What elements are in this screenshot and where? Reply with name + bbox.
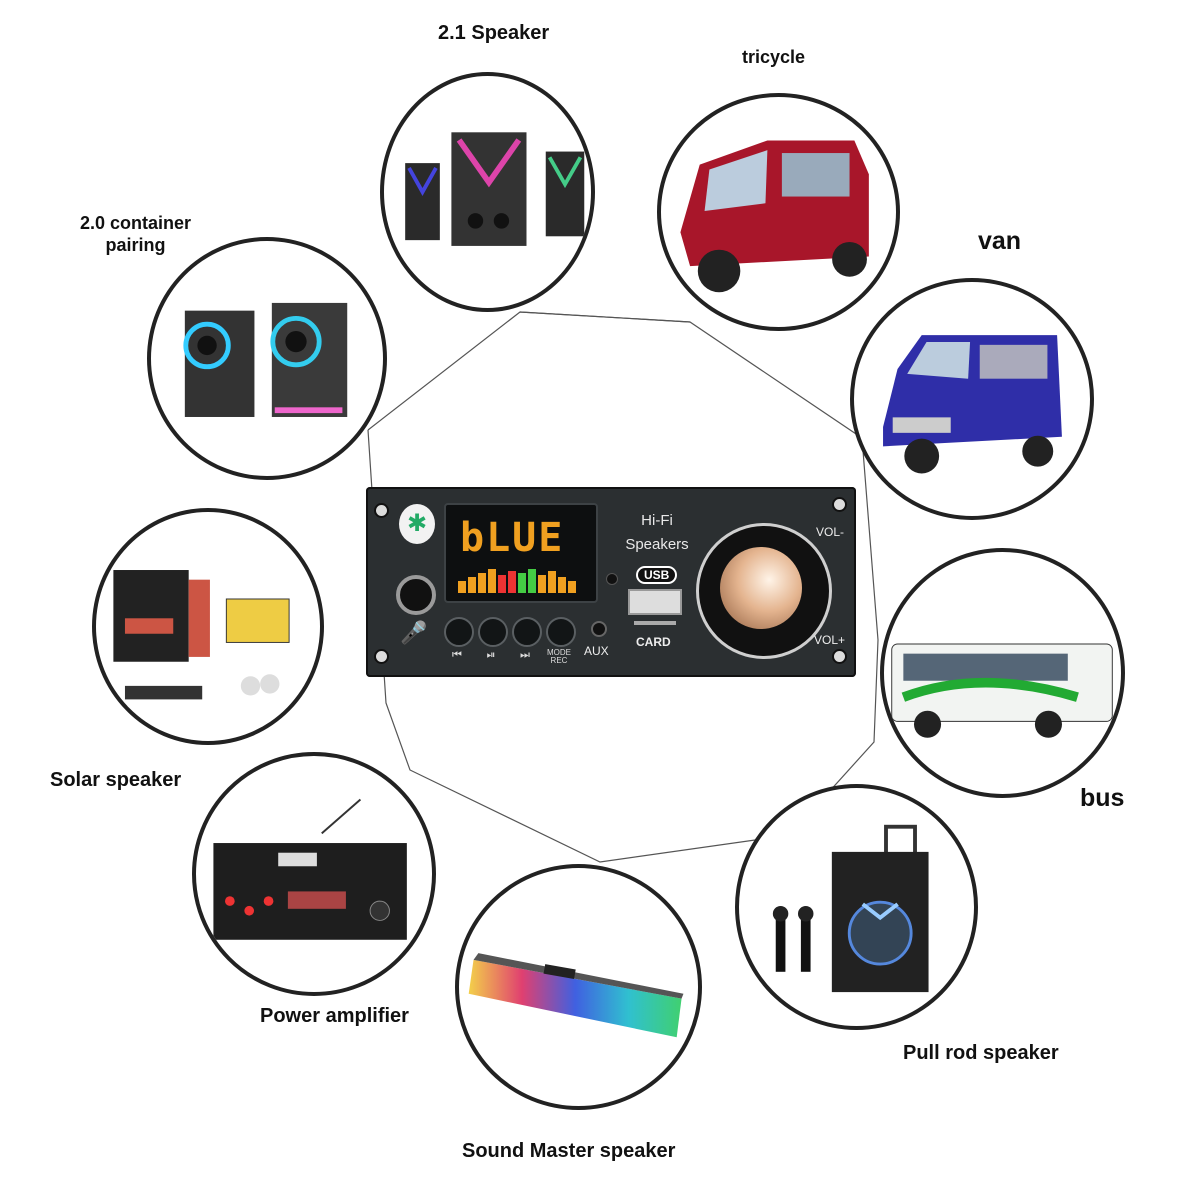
hifi-line1: Hi-Fi xyxy=(641,512,673,529)
tricycle-image xyxy=(657,93,900,331)
vol-plus-label: VOL+ xyxy=(814,633,846,647)
hifi-line2: Speakers xyxy=(625,536,689,553)
card-slot[interactable] xyxy=(634,621,676,625)
label-solar-speaker: Solar speaker xyxy=(50,769,182,791)
hifi-speakers-text: Hi-Fi Speakers xyxy=(612,509,702,557)
usb-port[interactable] xyxy=(628,589,682,615)
aux-label: AUX xyxy=(584,644,609,658)
microphone-icon: 🎤 xyxy=(400,620,428,645)
ir-receiver xyxy=(606,573,618,585)
van-image xyxy=(850,278,1094,520)
next-label: ⏭ xyxy=(520,649,530,661)
mount-hole-top-right xyxy=(832,497,847,512)
spectrum-bars xyxy=(458,569,576,593)
speaker-2-1-image xyxy=(380,72,595,312)
sound-master-speaker-image xyxy=(455,864,702,1110)
mount-hole-top-left xyxy=(374,503,389,518)
bluetooth-icon: ✱ xyxy=(399,504,435,544)
mode-button[interactable] xyxy=(546,617,576,647)
label-sound-master-speaker: Sound Master speaker xyxy=(462,1140,676,1162)
mount-hole-bottom-left xyxy=(374,649,389,664)
pull-rod-speaker-image xyxy=(735,784,978,1030)
label-2-0-container-line1: 2.0 container xyxy=(80,213,192,233)
display-text: bLUE xyxy=(460,515,565,561)
bus-image xyxy=(880,548,1125,798)
label-pull-rod-speaker: Pull rod speaker xyxy=(903,1042,1059,1064)
label-power-amplifier: Power amplifier xyxy=(260,1005,409,1027)
play-pause-label: ⏯ xyxy=(486,649,496,661)
card-label: CARD xyxy=(636,635,671,649)
mic-jack[interactable] xyxy=(396,575,436,615)
label-2-1-speaker: 2.1 Speaker xyxy=(438,22,550,44)
led-display: bLUE xyxy=(444,503,598,603)
label-bus: bus xyxy=(1080,784,1125,812)
prev-label: ⏮ xyxy=(452,649,462,661)
label-van: van xyxy=(978,227,1022,255)
label-tricycle: tricycle xyxy=(742,47,806,67)
vol-minus-label: VOL- xyxy=(816,525,845,539)
mode-label: MODE REC xyxy=(547,648,571,665)
mount-hole-bottom-right xyxy=(832,649,847,664)
play-pause-button[interactable] xyxy=(478,617,508,647)
aux-jack[interactable] xyxy=(591,621,607,637)
solar-speaker-image xyxy=(92,508,324,745)
bluetooth-mp3-board: ✱ bLUE Hi-Fi Speakers USB CARD AUX 🎤 ⏮ ⏯… xyxy=(366,487,856,677)
prev-button[interactable] xyxy=(444,617,474,647)
container-speaker-image xyxy=(147,237,387,480)
usb-label: USB xyxy=(636,566,678,584)
next-button[interactable] xyxy=(512,617,542,647)
label-2-0-container: 2.0 container pairing xyxy=(80,212,191,256)
volume-knob[interactable] xyxy=(720,547,802,629)
label-2-0-container-line2: pairing xyxy=(105,235,166,255)
power-amplifier-image xyxy=(192,752,436,996)
